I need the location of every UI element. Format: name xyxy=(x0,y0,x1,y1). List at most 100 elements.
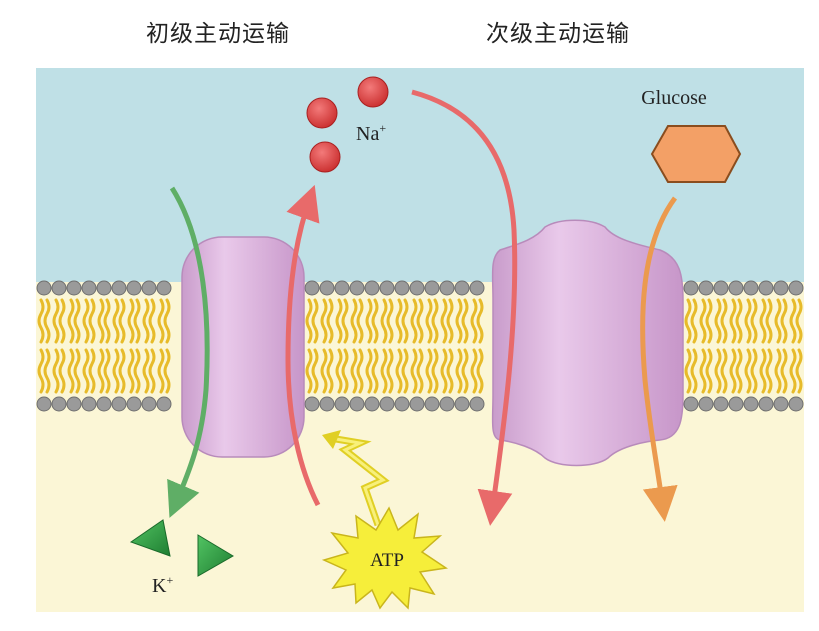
lipid-tail xyxy=(118,348,126,394)
lipid-tail xyxy=(470,348,478,394)
lipid-head xyxy=(743,396,759,412)
atp-energy-arrow-head xyxy=(322,430,341,449)
lipid-tail xyxy=(88,348,96,394)
lipid-head xyxy=(379,396,395,412)
lipid-tail xyxy=(780,298,788,344)
lipid-tail xyxy=(82,348,90,394)
lipid-head xyxy=(683,280,699,296)
lipid-tail xyxy=(305,298,313,344)
lipid-head xyxy=(394,396,410,412)
lipid-tail xyxy=(118,298,126,344)
lipid-head xyxy=(773,396,789,412)
lipid-head xyxy=(773,280,789,296)
lipid-head xyxy=(409,280,425,296)
sodium-glucose-cotransporter xyxy=(491,219,684,467)
lipid-tail xyxy=(103,348,111,394)
lipid-head xyxy=(743,280,759,296)
lipid-tail xyxy=(455,348,463,394)
lipid-tail xyxy=(148,348,156,394)
lipid-head xyxy=(96,280,112,296)
lipid-head xyxy=(424,280,440,296)
lipid-tail xyxy=(425,298,433,344)
lipid-tail xyxy=(320,348,328,394)
lipid-tail xyxy=(127,348,135,394)
lipid-tail xyxy=(410,298,418,344)
lipid-tail xyxy=(759,298,767,344)
lipid-tail xyxy=(67,348,75,394)
lipid-head xyxy=(469,280,485,296)
lipid-tail xyxy=(350,298,358,344)
lipid-tail xyxy=(112,298,120,344)
lipid-head xyxy=(349,396,365,412)
lipid-tail xyxy=(690,298,698,344)
lipid-tail xyxy=(416,298,424,344)
lipid-tail xyxy=(73,348,81,394)
lipid-tail xyxy=(320,298,328,344)
lipid-tail xyxy=(142,298,150,344)
lipid-head xyxy=(96,396,112,412)
lipid-tail xyxy=(744,298,752,344)
lipid-tail xyxy=(410,348,418,394)
lipid-tail xyxy=(335,348,343,394)
lipid-head xyxy=(334,280,350,296)
lipid-tail xyxy=(735,298,743,344)
lipid-tail xyxy=(789,348,797,394)
lipid-head xyxy=(788,280,804,296)
lipid-tail xyxy=(720,348,728,394)
lipid-tail xyxy=(103,298,111,344)
lipid-head xyxy=(141,396,157,412)
lipid-head xyxy=(454,280,470,296)
sodium-inward-arrow xyxy=(411,89,518,526)
lipid-tail xyxy=(431,298,439,344)
lipid-tail xyxy=(82,298,90,344)
lipid-head xyxy=(66,396,82,412)
lipid-tail xyxy=(365,348,373,394)
lipid-head xyxy=(36,280,52,296)
lipid-head xyxy=(304,280,320,296)
lipid-head xyxy=(51,280,67,296)
lipid-tail xyxy=(780,348,788,394)
potassium-ion xyxy=(197,534,234,577)
lipid-tail xyxy=(744,348,752,394)
lipid-head xyxy=(439,280,455,296)
lipid-tail xyxy=(720,298,728,344)
glucose-molecule xyxy=(650,125,742,183)
lipid-tail xyxy=(311,348,319,394)
lipid-head xyxy=(156,396,172,412)
lipid-tail xyxy=(88,298,96,344)
lipid-tail xyxy=(341,298,349,344)
lipid-bilayer xyxy=(36,280,804,412)
lipid-tail xyxy=(395,348,403,394)
lipid-tail xyxy=(795,348,803,394)
lipid-tail xyxy=(67,298,75,344)
lipid-head xyxy=(364,280,380,296)
potassium-ion xyxy=(129,519,171,557)
lipid-tail xyxy=(750,298,758,344)
lipid-tail xyxy=(326,298,334,344)
lipid-head xyxy=(141,280,157,296)
lipid-tail xyxy=(446,298,454,344)
lipid-tail xyxy=(774,348,782,394)
lipid-tail xyxy=(759,348,767,394)
lipid-head xyxy=(394,280,410,296)
lipid-head xyxy=(683,396,699,412)
lipid-tail xyxy=(365,298,373,344)
lipid-tail xyxy=(476,298,484,344)
lipid-tail xyxy=(356,348,364,394)
sodium-ion xyxy=(357,76,389,108)
lipid-head xyxy=(156,280,172,296)
lipid-head xyxy=(698,280,714,296)
lipid-head xyxy=(81,280,97,296)
lipid-tail xyxy=(431,348,439,394)
lipid-tail xyxy=(729,298,737,344)
lipid-tail xyxy=(774,298,782,344)
lipid-tail xyxy=(705,348,713,394)
lipid-head xyxy=(304,396,320,412)
lipid-tail xyxy=(386,348,394,394)
lipid-tail xyxy=(133,298,141,344)
lipid-tail xyxy=(52,348,60,394)
secondary-transport-heading: 次级主动运输 xyxy=(486,21,630,47)
lipid-head xyxy=(111,396,127,412)
lipid-tail xyxy=(795,298,803,344)
